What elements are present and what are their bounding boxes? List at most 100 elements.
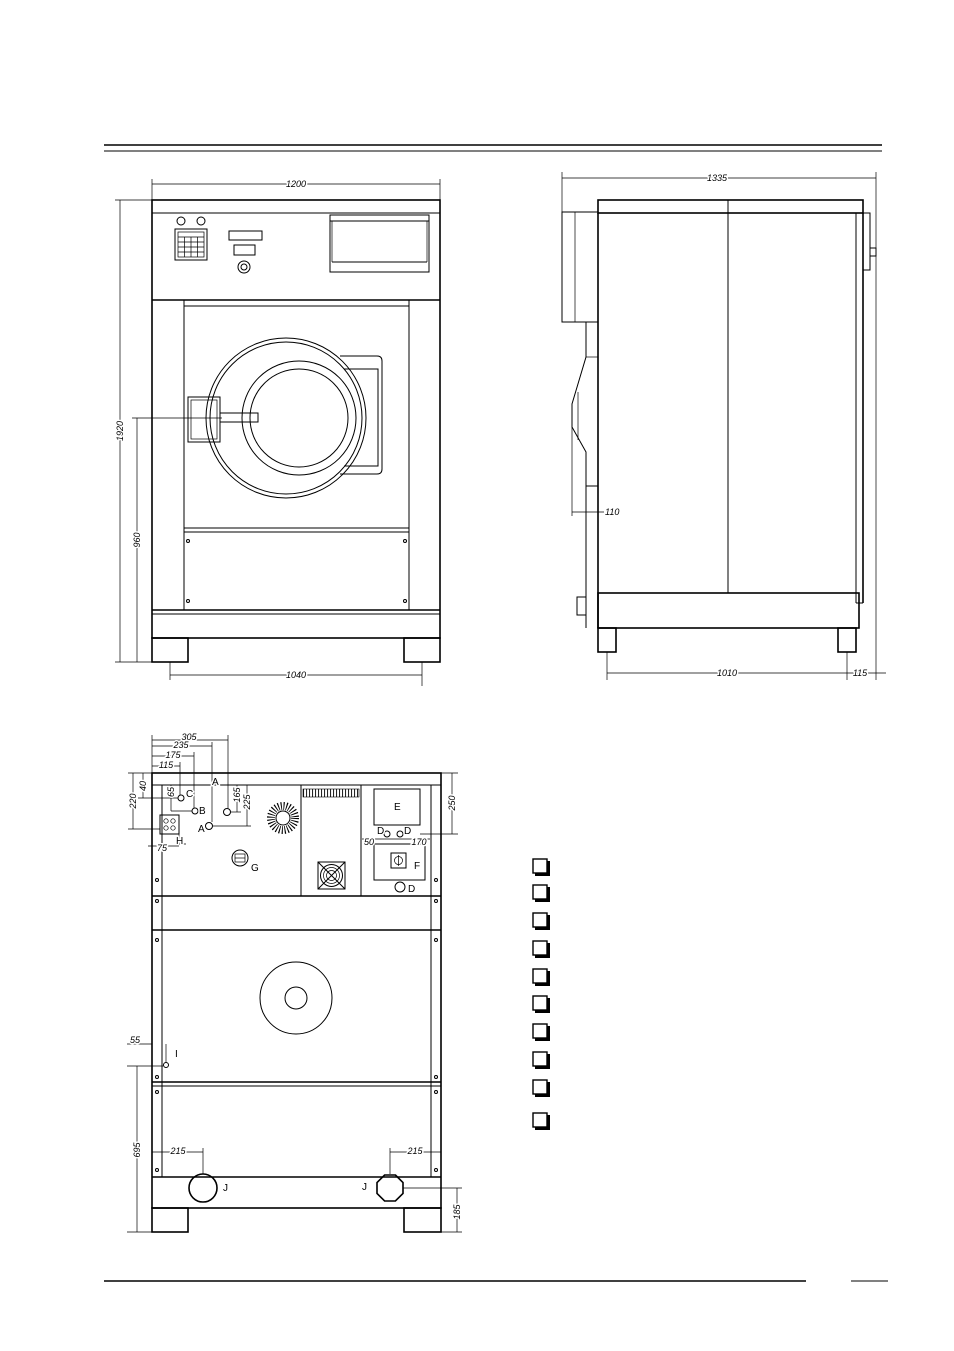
checkbox-list [532, 858, 550, 1130]
dimension-label: 165 [232, 787, 242, 803]
dimension-label: 1040 [286, 670, 306, 680]
electrical-box-f [373, 843, 426, 881]
dimension-label: 75 [157, 843, 168, 853]
connection-label-a: A [212, 777, 219, 788]
connection-label-i: I [175, 1049, 178, 1060]
keypad [174, 228, 208, 261]
checkbox [532, 1051, 550, 1069]
connector-h-block [159, 814, 186, 845]
dimension-door-protrusion: 110 [571, 427, 621, 519]
electrical-box-e [373, 788, 421, 826]
small-display [233, 244, 256, 256]
connection-label-e: E [394, 802, 401, 813]
vent-fan-square [317, 861, 346, 890]
dimension-label: 220 [128, 793, 138, 809]
connection-label-g: G [251, 863, 259, 874]
vent-fan-round [267, 802, 299, 834]
dimension-label: 235 [172, 740, 189, 750]
dimension-label: 115 [853, 668, 868, 678]
connection-label-d: D [408, 884, 415, 895]
connector-d [394, 881, 406, 893]
indicator-lamp [176, 216, 186, 226]
dimension-label: 1010 [717, 668, 737, 678]
connection-label-d: D [377, 826, 384, 837]
connection-label-j: J [362, 1182, 367, 1193]
dimension-i-elevation: 695 [127, 1066, 152, 1233]
connector-a [223, 808, 231, 816]
dimension-right-panel-height: 250 [420, 772, 459, 835]
dimension-overall-depth: 1335 [561, 172, 877, 680]
dimension-label: 55 [130, 1035, 141, 1045]
indicator-lamp [196, 216, 206, 226]
dimension-label: 695 [132, 1142, 142, 1158]
connector-d [383, 830, 391, 838]
checkbox [532, 940, 550, 958]
dimension-label: 110 [605, 507, 619, 517]
drain-outlet [576, 596, 587, 616]
detergent-drawer [329, 214, 430, 273]
dimension-top-offsets: 305 235 175 115 [151, 731, 229, 822]
dimension-label: 215 [406, 1146, 423, 1156]
dimension-door-center-height: 960 [131, 417, 222, 662]
checkbox [532, 912, 550, 930]
selector-knob [237, 260, 251, 274]
dimension-label: 40 [138, 781, 148, 791]
lower-panel-screws [186, 539, 407, 603]
dimension-label: 250 [447, 795, 457, 811]
connection-label-j: J [223, 1183, 228, 1194]
dimension-label: 960 [132, 532, 142, 547]
connector-a [205, 822, 213, 830]
dimension-left-offsets: 220 40 65 [127, 772, 192, 830]
dimension-label: 185 [452, 1204, 462, 1220]
foot [403, 1207, 442, 1233]
dimension-label: 1920 [115, 421, 125, 441]
control-panel [174, 214, 430, 274]
connection-label-a: A [198, 824, 205, 835]
control-panel-profile [561, 211, 599, 323]
dimension-label: 1200 [286, 179, 306, 189]
header-rule [104, 144, 882, 152]
dimension-j-height: 185 [403, 1187, 464, 1233]
dimension-label: 65 [166, 786, 176, 797]
checkbox [532, 1079, 550, 1097]
connection-label-b: B [199, 806, 206, 817]
connection-label-d: D [404, 826, 411, 837]
ventilation-grill [302, 788, 360, 798]
checkbox [532, 884, 550, 902]
dimension-feet-span: 1040 [169, 662, 423, 686]
checkbox [532, 858, 550, 876]
dimension-overall-width: 1200 [151, 178, 441, 200]
side-view: 1335 110 1010 115 [561, 172, 886, 680]
rear-view: 305 235 175 115 220 40 65 165 225 [127, 731, 464, 1233]
dimension-i-offset: 55 [127, 1034, 167, 1067]
connection-label-f: F [414, 861, 420, 872]
dimension-label: 225 [242, 794, 252, 811]
connector-g [231, 849, 249, 867]
dimension-label: 50 [364, 837, 374, 847]
checkbox [532, 968, 550, 986]
checkbox [532, 1112, 550, 1130]
checkbox [532, 1023, 550, 1041]
dimension-overall-height: 1920 [114, 199, 152, 663]
connection-label-h: H [176, 836, 183, 847]
checkbox [532, 995, 550, 1013]
drum-bearing-housing [259, 961, 333, 1035]
connection-label-c: C [186, 789, 193, 800]
rear-panel-screws [155, 878, 438, 1172]
dimension-label: 1335 [707, 173, 728, 183]
dimension-mid-offsets: 165 225 [213, 785, 254, 827]
connector-d [396, 830, 404, 838]
dimension-rear-offset: 115 [847, 667, 886, 680]
drain-outlet-j [376, 1174, 404, 1202]
connector-i [163, 1062, 169, 1068]
dimension-label: 170 [411, 837, 426, 847]
dimension-side-feet-span: 1010 [606, 652, 848, 680]
dimension-label: 215 [169, 1146, 186, 1156]
dimension-j-offsets: 215 215 [152, 1145, 441, 1174]
dimension-label: 115 [159, 760, 174, 770]
foot [151, 1207, 189, 1233]
dimension-h-offset: 75 [148, 842, 179, 855]
dimension-label: 305 [181, 732, 197, 742]
dimension-label: 175 [165, 750, 181, 760]
